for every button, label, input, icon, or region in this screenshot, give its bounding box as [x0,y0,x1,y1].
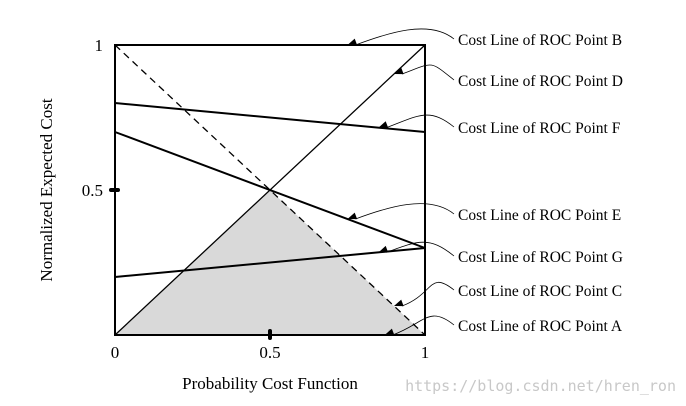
annotation-leader [392,315,455,336]
cost-line-c [114,44,426,336]
x-tick-label: 0 [111,343,120,362]
annotation-label-c: Cost Line of ROC Point C [458,283,622,300]
watermark-text: https://blog.csdn.net/hren_ron [405,377,676,395]
y-tick-label: 1 [95,36,104,55]
annotation-leader [401,64,455,81]
x-tick-mark [268,329,272,340]
annotation-arrowhead [384,328,395,336]
annotation-leader [386,114,455,129]
annotation-label-d: Cost Line of ROC Point D [458,73,623,90]
x-axis-label: Probability Cost Function [182,374,358,393]
annotation-leader [386,241,455,257]
annotation-label-b: Cost Line of ROC Point B [458,32,622,49]
y-axis-label: Normalized Expected Cost [37,98,56,281]
annotation-leader [401,281,455,307]
annotation-arrowhead [378,245,389,253]
cost-line-e [114,131,426,249]
annotation-arrowhead [394,67,404,75]
annotation-arrowhead [347,212,358,220]
annotation-arrowhead [394,299,404,307]
annotation-label-f: Cost Line of ROC Point F [458,120,621,137]
ticks-layer: 0 0.5 1 0.5 1 [82,36,430,362]
annotation-arrowhead [378,121,389,128]
annotation-arrowhead [347,38,358,46]
annotation-label-e: Cost Line of ROC Point E [458,207,621,224]
y-tick-label: 0.5 [82,181,103,200]
x-tick-label: 1 [421,343,430,362]
x-tick-label: 0.5 [259,343,280,362]
annotation-label-a: Cost Line of ROC Point A [458,318,623,335]
cost-line-g [114,247,426,278]
y-tick-mark [109,188,120,192]
annotations-layer: Cost Line of ROC Point B Cost Line of ROC… [347,28,623,336]
annotation-leader [355,28,455,46]
annotation-leader [355,203,455,220]
annotation-label-g: Cost Line of ROC Point G [458,249,623,266]
cost-line-f [114,102,426,133]
